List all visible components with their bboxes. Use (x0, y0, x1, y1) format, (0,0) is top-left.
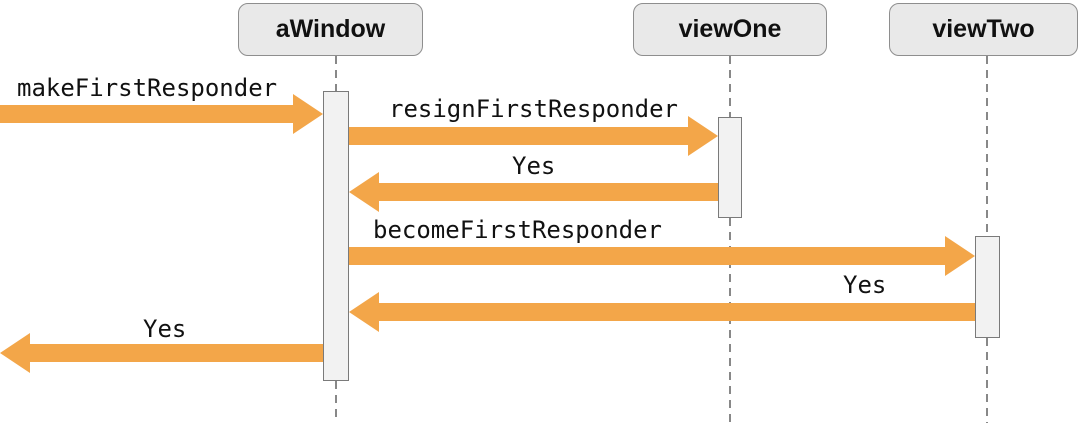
arrow-shaft (376, 183, 718, 201)
lifeline-awindow (335, 381, 337, 423)
arrow-shaft (349, 247, 948, 265)
arrow-shaft (349, 127, 691, 145)
activation-bar-viewone (718, 117, 742, 218)
arrowhead-right-icon (945, 236, 975, 276)
activation-bar-viewtwo (975, 236, 1000, 338)
arrow-shaft (27, 344, 323, 362)
lifeline-awindow (335, 56, 337, 91)
message-label: Yes (512, 152, 556, 180)
arrow-shaft (0, 105, 296, 123)
message-label: becomeFirstResponder (373, 216, 662, 244)
arrowhead-right-icon (293, 94, 323, 134)
lifeline-viewone (729, 56, 731, 117)
actor-label-viewtwo: viewTwo (932, 15, 1035, 43)
activation-bar-awindow (323, 91, 349, 381)
arrowhead-left-icon (0, 333, 30, 373)
actor-box-viewtwo: viewTwo (889, 3, 1078, 56)
message-label: Yes (843, 271, 887, 299)
actor-box-awindow: aWindow (238, 3, 423, 56)
actor-label-awindow: aWindow (275, 15, 386, 43)
arrowhead-left-icon (349, 172, 379, 212)
arrowhead-right-icon (688, 116, 718, 156)
arrowhead-left-icon (349, 292, 379, 332)
lifeline-viewtwo (986, 56, 988, 236)
lifeline-viewtwo (986, 338, 988, 423)
actor-box-viewone: viewOne (633, 3, 827, 56)
actor-label-viewone: viewOne (678, 15, 782, 43)
arrow-shaft (376, 303, 975, 321)
message-label: resignFirstResponder (389, 95, 678, 123)
message-label: makeFirstResponder (17, 74, 278, 102)
message-label: Yes (143, 315, 187, 343)
